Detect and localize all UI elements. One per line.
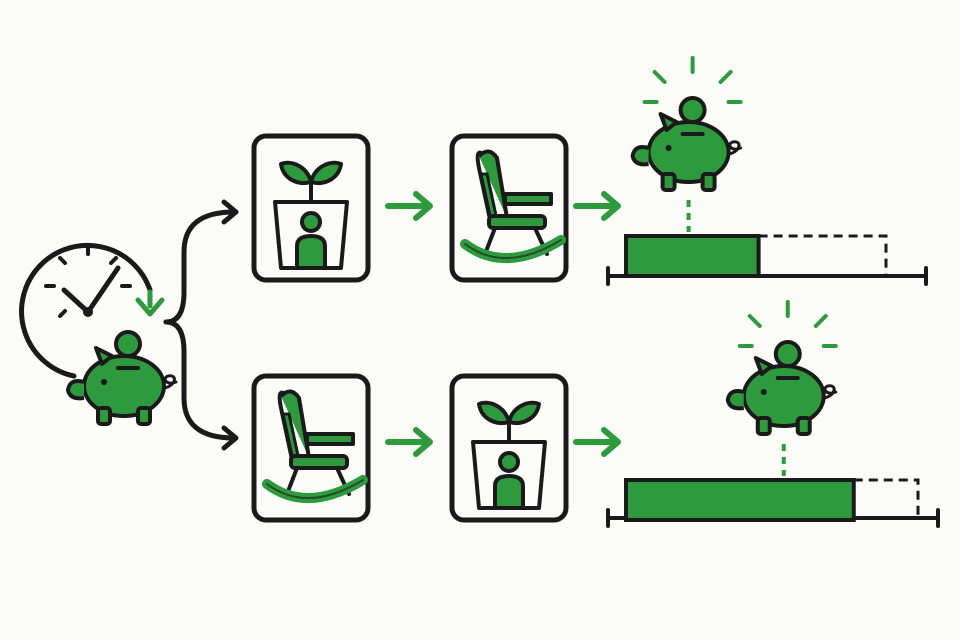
savings-fill	[624, 234, 761, 278]
savings-bar	[606, 56, 928, 286]
branch-connector	[163, 199, 239, 451]
start-group	[19, 242, 178, 426]
savings-gap	[758, 234, 888, 276]
step-panel	[251, 133, 371, 283]
step-panel	[251, 373, 371, 523]
shine-icon	[642, 56, 743, 104]
clock-icon	[19, 242, 165, 379]
axis-tick	[606, 266, 928, 286]
shine-icon	[737, 300, 838, 348]
step-panel	[449, 373, 569, 523]
savings-gap	[853, 478, 920, 520]
savings-fill	[624, 478, 856, 522]
arrow-icon	[388, 430, 430, 454]
arrow-icon	[576, 194, 618, 218]
axis-tick	[606, 508, 940, 528]
step-panel	[449, 133, 569, 283]
arrow-icon	[388, 194, 430, 218]
piggy-bank-icon	[725, 300, 838, 436]
savings-bar	[606, 300, 940, 528]
piggy-bank-icon	[630, 56, 743, 192]
savings-bars	[606, 56, 940, 528]
step-panels	[251, 133, 569, 523]
arrow-icon	[576, 430, 618, 454]
